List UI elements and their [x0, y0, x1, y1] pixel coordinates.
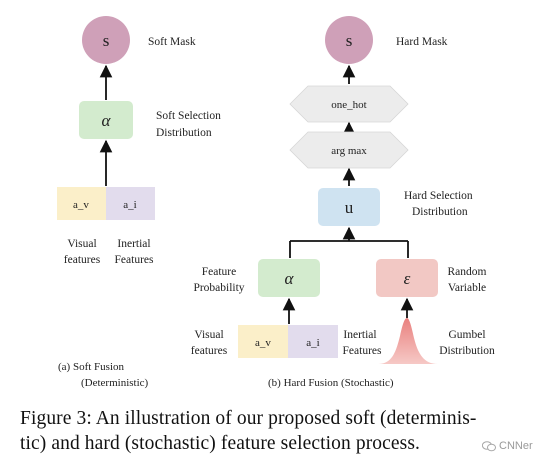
- diagram-canvas: s Soft Mask α Soft Selection Distributio…: [57, 16, 495, 389]
- soft-input-av-label: a_v: [73, 199, 89, 211]
- hard-selection-label-1: Hard Selection: [404, 190, 473, 202]
- hard-selection-label-2: Distribution: [412, 206, 468, 218]
- hard-input-av-label: a_v: [255, 337, 271, 349]
- soft-mask-label: Soft Mask: [148, 36, 196, 48]
- soft-alpha-node: [79, 101, 133, 139]
- hard-eps-node-label: ε: [404, 269, 411, 288]
- feature-probability-label-2: Probability: [193, 282, 244, 294]
- figure-caption: Figure 3: An illustration of our propose…: [20, 406, 540, 456]
- hard-input-ai-label: a_i: [306, 337, 319, 349]
- argmax-label: arg max: [331, 145, 367, 157]
- soft-input-ai: [106, 187, 155, 220]
- soft-input-av: [57, 187, 106, 220]
- soft-visual-label-1: Visual: [67, 238, 96, 250]
- figure-caption-line-1: Figure 3: An illustration of our propose…: [20, 408, 477, 429]
- hard-inertial-label-1: Inertial: [343, 329, 376, 341]
- soft-subcaption-1: (a) Soft Fusion: [58, 361, 125, 373]
- gumbel-label-1: Gumbel: [448, 329, 485, 341]
- soft-subcaption-2: (Deterministic): [81, 377, 149, 389]
- soft-mask-node: [82, 16, 130, 64]
- soft-mask-node-label: s: [103, 31, 110, 50]
- chat-bubble-icon: [481, 440, 496, 452]
- hard-input-ai: [288, 325, 338, 358]
- soft-inertial-label-1: Inertial: [117, 238, 150, 250]
- figure-caption-line-2: tic) and hard (stochastic) feature selec…: [20, 433, 421, 454]
- gumbel-distribution-curve: [378, 318, 438, 364]
- hard-eps-node: [376, 259, 438, 297]
- argmax-diamond: [289, 131, 409, 169]
- random-variable-label-2: Variable: [448, 282, 486, 294]
- hard-mask-node-label: s: [346, 31, 353, 50]
- watermark-text: CNNer: [499, 440, 533, 452]
- soft-inertial-label-2: Features: [115, 254, 154, 266]
- hard-alpha-node: [258, 259, 320, 297]
- soft-alpha-node-label: α: [102, 111, 112, 130]
- soft-visual-label-2: features: [64, 254, 101, 266]
- hard-input-av: [238, 325, 288, 358]
- soft-input-ai-label: a_i: [123, 199, 136, 211]
- gumbel-label-2: Distribution: [439, 345, 495, 357]
- hard-visual-label-1: Visual: [194, 329, 223, 341]
- hard-mask-node: [325, 16, 373, 64]
- soft-selection-label-1: Soft Selection: [156, 110, 221, 122]
- hard-alpha-node-label: α: [285, 269, 295, 288]
- onehot-diamond: [289, 85, 409, 123]
- hard-inertial-label-2: Features: [343, 345, 382, 357]
- hard-fusion-panel: s Hard Mask one_hot arg max u Hard Selec…: [191, 16, 495, 389]
- random-variable-label-1: Random: [448, 266, 487, 278]
- hard-visual-label-2: features: [191, 345, 228, 357]
- soft-fusion-panel: s Soft Mask α Soft Selection Distributio…: [57, 16, 221, 389]
- onehot-label: one_hot: [331, 99, 366, 111]
- feature-probability-label-1: Feature: [202, 266, 236, 278]
- hard-mask-label: Hard Mask: [396, 36, 448, 48]
- hard-subcaption: (b) Hard Fusion (Stochastic): [268, 377, 394, 389]
- watermark: CNNer: [481, 440, 533, 452]
- hard-u-node-label: u: [345, 198, 354, 217]
- hard-u-node: [318, 188, 380, 226]
- soft-selection-label-2: Distribution: [156, 127, 212, 139]
